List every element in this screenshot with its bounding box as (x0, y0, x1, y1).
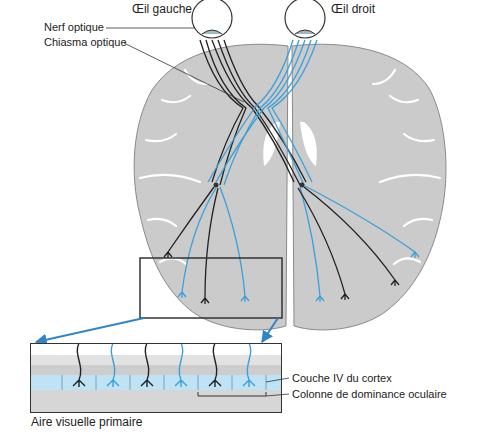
column-divider (164, 375, 165, 390)
right-eye-fibres (208, 40, 317, 185)
sulcus (390, 96, 418, 102)
cortex-layer (30, 365, 282, 375)
cortex-layer (30, 390, 282, 413)
midline-fissure (289, 250, 291, 326)
column-dividers (62, 375, 266, 390)
sulcus (404, 219, 432, 226)
column-bracket (198, 392, 266, 396)
lateral-fissure (380, 175, 440, 182)
right-hemisphere (292, 44, 446, 330)
afferent-fibre (73, 343, 85, 387)
radiation-fibre (178, 188, 216, 298)
node-label: Œil droit (331, 2, 375, 16)
left-hemisphere (134, 44, 288, 330)
sulcus (160, 258, 186, 264)
optic-fibre (200, 40, 243, 182)
left-eye-fibres (200, 40, 306, 185)
radiation-fibre (305, 186, 419, 258)
lens (295, 30, 315, 34)
inset-frame: Aire visuelle primaire (30, 343, 282, 413)
radiation-fibre (304, 187, 399, 286)
sulci (140, 52, 440, 326)
part-label: Chiasma optique (44, 36, 127, 49)
afferent-fibre (141, 343, 153, 387)
cortex-inset (30, 343, 282, 413)
eye-outline (283, 0, 327, 40)
sulcus (404, 134, 434, 141)
optic-fibre (268, 40, 311, 185)
afferent-fibre (107, 343, 119, 387)
layer-label: Couche IV du cortex (292, 372, 392, 385)
afferent-fibre (175, 343, 187, 387)
cortex-layer (30, 355, 282, 365)
leader-line (124, 43, 244, 102)
sulcus (162, 96, 190, 102)
sulcus (146, 134, 176, 141)
optic-fibre (224, 40, 306, 182)
radiation-fibre (298, 188, 349, 300)
ventricle (300, 122, 317, 166)
eyeball (192, 0, 232, 38)
optic-radiations (164, 186, 419, 304)
node-label: Œil gauche (132, 2, 192, 16)
column-label: Colonne de dominance oculaire (292, 388, 447, 401)
radiation-fibre (220, 187, 249, 302)
inset-fibres (73, 343, 255, 387)
zoom-frame (140, 258, 282, 318)
leader-line (266, 378, 289, 382)
sulcus (148, 219, 176, 226)
relay-nucleus (300, 183, 305, 188)
cortex-layer-iv (30, 375, 282, 390)
leader-line (106, 28, 204, 29)
cortex-layer (30, 343, 282, 355)
zoom-arrow (262, 318, 278, 342)
optic-fibre (218, 40, 300, 185)
column-divider (266, 375, 267, 390)
brain-section (134, 44, 446, 330)
eye: Œil gauche (190, 0, 234, 40)
column-divider (62, 375, 63, 390)
lateral-fissure (140, 175, 200, 182)
sulcus (373, 70, 395, 84)
column-divider (232, 375, 233, 390)
node-label: Aire visuelle primaire (31, 415, 142, 429)
radiation-fibre (300, 187, 324, 302)
sulcus (394, 258, 420, 264)
radiation-fibre (201, 188, 218, 304)
eye: Œil droit (283, 0, 327, 40)
column-divider (130, 375, 131, 390)
part-label: Nerf optique (44, 21, 104, 34)
optic-fibre (272, 40, 317, 182)
eyeball (285, 0, 325, 38)
optic-fibre (208, 40, 293, 182)
relay-nucleus (214, 183, 219, 188)
zoom-arrow (36, 318, 144, 342)
column-divider (198, 375, 199, 390)
lens (202, 30, 222, 34)
column-divider (96, 375, 97, 390)
radiation-fibre (164, 187, 214, 258)
leader-line (266, 394, 289, 396)
afferent-fibre (209, 343, 221, 387)
optic-fibre (224, 40, 299, 185)
leader-lines (106, 28, 289, 396)
afferent-fibre (243, 343, 255, 387)
eye-outline (190, 0, 234, 40)
